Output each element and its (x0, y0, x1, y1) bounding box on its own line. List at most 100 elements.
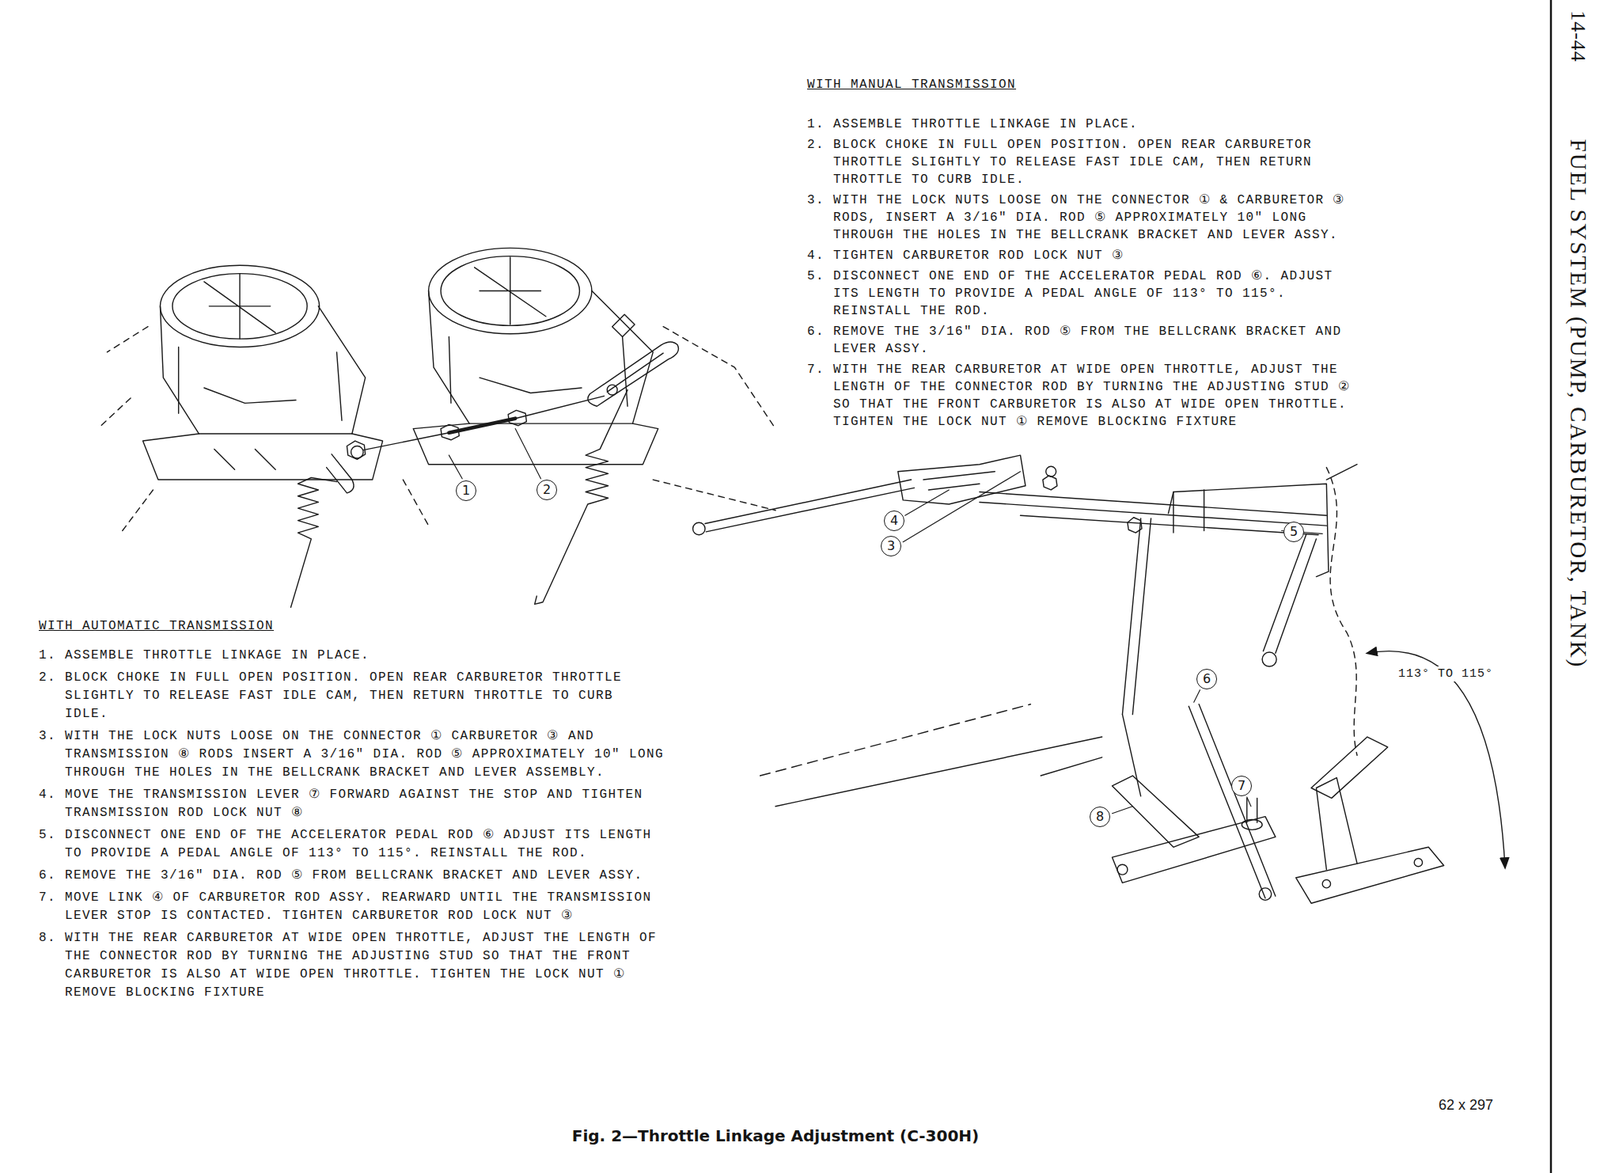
drawing-stroke (440, 256, 580, 327)
connector-rod (346, 395, 604, 459)
drawing-stroke (534, 390, 628, 605)
drawing-stroke (413, 423, 658, 465)
drawing-stroke (1247, 797, 1258, 823)
drawing-stroke (1112, 806, 1134, 814)
drawing-stroke (902, 471, 1020, 543)
callout-number: 1 (455, 480, 477, 501)
callout-text: 1 (462, 484, 471, 497)
return-springs (291, 390, 629, 608)
callout-text: 5 (1289, 525, 1298, 539)
callout-text: 8 (1095, 810, 1104, 823)
callout-number: 5 (1283, 521, 1305, 543)
drawing-stroke (760, 704, 1032, 776)
drawing-stroke (508, 409, 527, 425)
drawing-stroke (1117, 864, 1128, 875)
page-number: 14-44 (1565, 10, 1590, 63)
drawing-stroke (1194, 690, 1201, 702)
drawing-stroke (1322, 879, 1331, 888)
drawing-stroke (1258, 887, 1271, 900)
callout-number: 4 (883, 510, 905, 531)
drawing-stroke (515, 428, 541, 479)
drawing-stroke (1173, 489, 1205, 533)
drawing-stroke (291, 477, 338, 607)
instruction-step: 3. WITH THE LOCK NUTS LOOSE ON THE CONNE… (38, 727, 664, 782)
drawing-stroke (1326, 464, 1358, 480)
drawing-stroke (363, 432, 449, 451)
instruction-step: 8. WITH THE REAR CARBURETOR AT WIDE OPEN… (38, 928, 664, 1002)
drawing-stroke (1112, 816, 1276, 884)
instruction-step: 6. REMOVE THE 3/16" DIA. ROD ⑤ FROM BELL… (38, 866, 664, 885)
instruction-step: 1. ASSEMBLE THROTTLE LINKAGE IN PLACE. (807, 115, 1362, 133)
drawing-stroke (705, 479, 914, 532)
instruction-step: 2. BLOCK CHOKE IN FULL OPEN POSITION. OP… (38, 668, 664, 724)
section-heading: WITH MANUAL TRANSMISSION (807, 75, 1362, 94)
instruction-step: 2. BLOCK CHOKE IN FULL OPEN POSITION. OP… (807, 136, 1362, 189)
drawing-stroke (326, 454, 354, 493)
drawing-stroke (1262, 652, 1277, 667)
drawing-stroke (448, 337, 628, 407)
callout-number: 6 (1196, 668, 1218, 690)
drawing-stroke (1241, 818, 1263, 830)
drawing-stroke (474, 257, 546, 325)
rear-carburetor (143, 265, 383, 493)
drawing-stroke (1167, 483, 1328, 577)
drawing-stroke (1020, 515, 1320, 535)
callout-text: 4 (890, 514, 899, 528)
callout-text: 2 (542, 483, 551, 497)
drawing-stroke (1122, 714, 1141, 797)
drawing-stroke (1247, 796, 1252, 807)
drawing-stroke (663, 326, 776, 429)
drawing-stroke (106, 326, 148, 353)
instruction-block: WITH AUTOMATIC TRANSMISSION 1. ASSEMBLE T… (38, 617, 664, 1006)
drawing-stroke (99, 398, 131, 427)
instruction-step: 4. MOVE THE TRANSMISSION LEVER ⑦ FORWARD… (38, 785, 664, 823)
drawing-stroke (1112, 775, 1200, 847)
callout-number: 7 (1231, 775, 1252, 797)
angle-arc (1367, 651, 1506, 868)
callout-text: 6 (1202, 672, 1211, 686)
drawing-stroke (178, 346, 342, 421)
instruction-step: 5. DISCONNECT ONE END OF THE ACCELERATOR… (38, 826, 664, 863)
drawing-stroke (1040, 757, 1102, 776)
drawing-stroke (1122, 518, 1151, 715)
drawing-number: 62 x 297 (1438, 1096, 1494, 1114)
figure-caption: Fig. 2—Throttle Linkage Adjustment (C-30… (572, 1126, 980, 1146)
instruction-step: 6. REMOVE THE 3/16" DIA. ROD ⑤ FROM THE … (807, 322, 1362, 358)
drawing-stroke (204, 273, 276, 340)
drawing-stroke (122, 489, 154, 531)
instruction-block: WITH MANUAL TRANSMISSION 1. ASSEMBLE THRO… (807, 75, 1362, 434)
drawing-stroke (905, 489, 949, 516)
drawing-stroke (652, 479, 776, 511)
drawing-stroke (1188, 704, 1276, 899)
drawing-stroke (1046, 466, 1057, 477)
running-header: FUEL SYSTEM (PUMP, CARBURETOR, TANK) (1565, 139, 1592, 669)
drawing-stroke (606, 384, 618, 395)
carburetor-rod (693, 479, 915, 535)
bellcrank-bracket (898, 454, 1329, 577)
drawing-stroke (440, 424, 459, 440)
front-carburetor (413, 247, 679, 464)
drawing-stroke (448, 454, 463, 479)
drawing-stroke (402, 479, 429, 526)
drawing-stroke (612, 314, 635, 337)
callout-text: 3 (887, 539, 895, 553)
instruction-step: 1. ASSEMBLE THROTTLE LINKAGE IN PLACE. (38, 646, 664, 665)
drawing-stroke (159, 306, 365, 434)
drawing-stroke (1326, 467, 1358, 756)
angle-dimension: 113° TO 115° (1395, 666, 1496, 682)
drawing-stroke (775, 736, 1103, 807)
manifold-outline (99, 326, 776, 531)
drawing-stroke (1414, 857, 1422, 866)
drawing-stroke (428, 291, 654, 425)
instruction-step: 3. WITH THE LOCK NUTS LOOSE ON THE CONNE… (807, 191, 1362, 244)
drawing-stroke (159, 265, 319, 347)
instruction-step: 7. MOVE LINK ④ OF CARBURETOR ROD ASSY. R… (38, 888, 664, 926)
drawing-stroke (1042, 475, 1058, 490)
drawing-stroke (1262, 534, 1316, 654)
callout-text: 7 (1237, 779, 1246, 793)
section-heading: WITH AUTOMATIC TRANSMISSION (38, 617, 664, 636)
drawing-stroke (693, 522, 706, 535)
instruction-step: 5. DISCONNECT ONE END OF THE ACCELERATOR… (807, 267, 1362, 320)
drawing-stroke (346, 440, 365, 459)
